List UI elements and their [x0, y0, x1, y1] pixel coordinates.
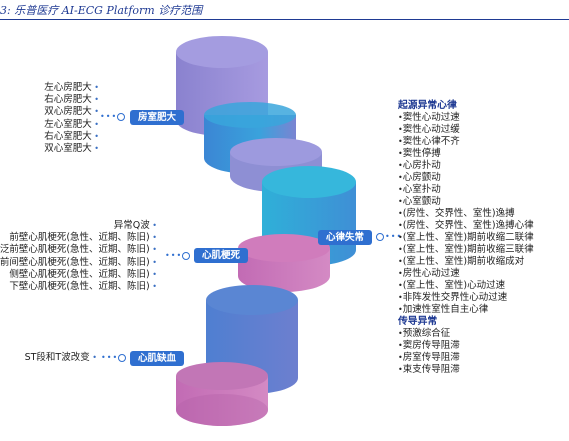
tag-arrhythmia: 心律失常	[318, 230, 373, 245]
list-item: 窦性心动过速	[398, 112, 534, 124]
list-item: 右心室肥大	[44, 131, 99, 143]
section-heading-conduction: 传导异常	[398, 316, 438, 327]
tag-myocardial-infarction: 心肌梗死	[194, 248, 249, 263]
list-item: 窦性停搏	[398, 148, 534, 160]
list-item: 侧壁心肌梗死(急性、近期、陈旧)	[0, 269, 157, 281]
list-item: 左心房肥大	[44, 82, 99, 94]
list-item: 束支传导阻滞	[398, 364, 534, 376]
tag-chamber-hypertrophy: 房室肥大	[130, 110, 185, 125]
list-chamber-hypertrophy: 左心房肥大 右心房肥大 双心房肥大 左心室肥大 右心室肥大 双心室肥大	[44, 82, 99, 155]
connector-dots: •••	[165, 251, 183, 260]
list-item: 双心房肥大	[44, 106, 99, 118]
tag-myocardial-ischemia: 心肌缺血	[130, 351, 185, 366]
connector-dots: •••	[385, 232, 403, 241]
list-item: 心室扑动	[398, 184, 534, 196]
list-item: 窦房传导阻滞	[398, 340, 534, 352]
list-item: 异常Q波	[0, 220, 157, 232]
caption-divider	[0, 19, 569, 20]
list-item: 右心房肥大	[44, 94, 99, 106]
connector-ring	[118, 354, 126, 362]
list-item: 窦性心动过缓	[398, 124, 534, 136]
list-item: ST段和T波改变	[25, 352, 97, 364]
list-item: (室上性、室性)心动过速	[398, 280, 534, 292]
list-myocardial-infarction: 异常Q波 前壁心肌梗死(急性、近期、陈旧) 广泛前壁心肌梗死(急性、近期、陈旧)…	[0, 220, 157, 293]
connector-ring	[182, 252, 190, 260]
list-item: (房性、交界性、室性)逸搏心律	[398, 220, 534, 232]
connector-dots: •••	[100, 112, 118, 121]
list-item: 房室传导阻滞	[398, 352, 534, 364]
connector-ring	[117, 113, 125, 121]
list-item: 房性心动过速	[398, 268, 534, 280]
list-item: 左心室肥大	[44, 119, 99, 131]
section-heading-origin: 起源异常心律	[398, 100, 457, 111]
figure-caption: 3: 乐普医疗 AI-ECG Platform 诊疗范围	[0, 4, 203, 17]
list-myocardial-ischemia: ST段和T波改变	[25, 352, 97, 364]
list-item: 前间壁心肌梗死(急性、近期、陈旧)	[0, 257, 157, 269]
connector-dots: •••	[101, 353, 119, 362]
list-arrhythmia: 起源异常心律 窦性心动过速 窦性心动过缓 窦性心律不齐 窦性停搏 心房扑动 心房…	[398, 100, 534, 376]
list-item: 窦性心律不齐	[398, 136, 534, 148]
list-item: 心房颤动	[398, 172, 534, 184]
list-item: 前壁心肌梗死(急性、近期、陈旧)	[0, 232, 157, 244]
list-item: 下壁心肌梗死(急性、近期、陈旧)	[0, 281, 157, 293]
connector-ring	[376, 233, 384, 241]
list-item: 非阵发性交界性心动过速	[398, 292, 534, 304]
list-item: 预激综合征	[398, 328, 534, 340]
list-item: (房性、交界性、室性)逸搏	[398, 208, 534, 220]
list-item: (室上性、室性)期前收缩二联律	[398, 232, 534, 244]
list-item: 广泛前壁心肌梗死(急性、近期、陈旧)	[0, 244, 157, 256]
list-item: 心室颤动	[398, 196, 534, 208]
list-item: 双心室肥大	[44, 143, 99, 155]
cylinder-segment-7	[176, 362, 268, 426]
cylinder-segment-5	[238, 234, 330, 292]
list-item: 心房扑动	[398, 160, 534, 172]
list-item: (室上性、室性)期前收缩成对	[398, 256, 534, 268]
list-item: 加速性室性自主心律	[398, 304, 534, 316]
list-item: (室上性、室性)期前收缩三联律	[398, 244, 534, 256]
